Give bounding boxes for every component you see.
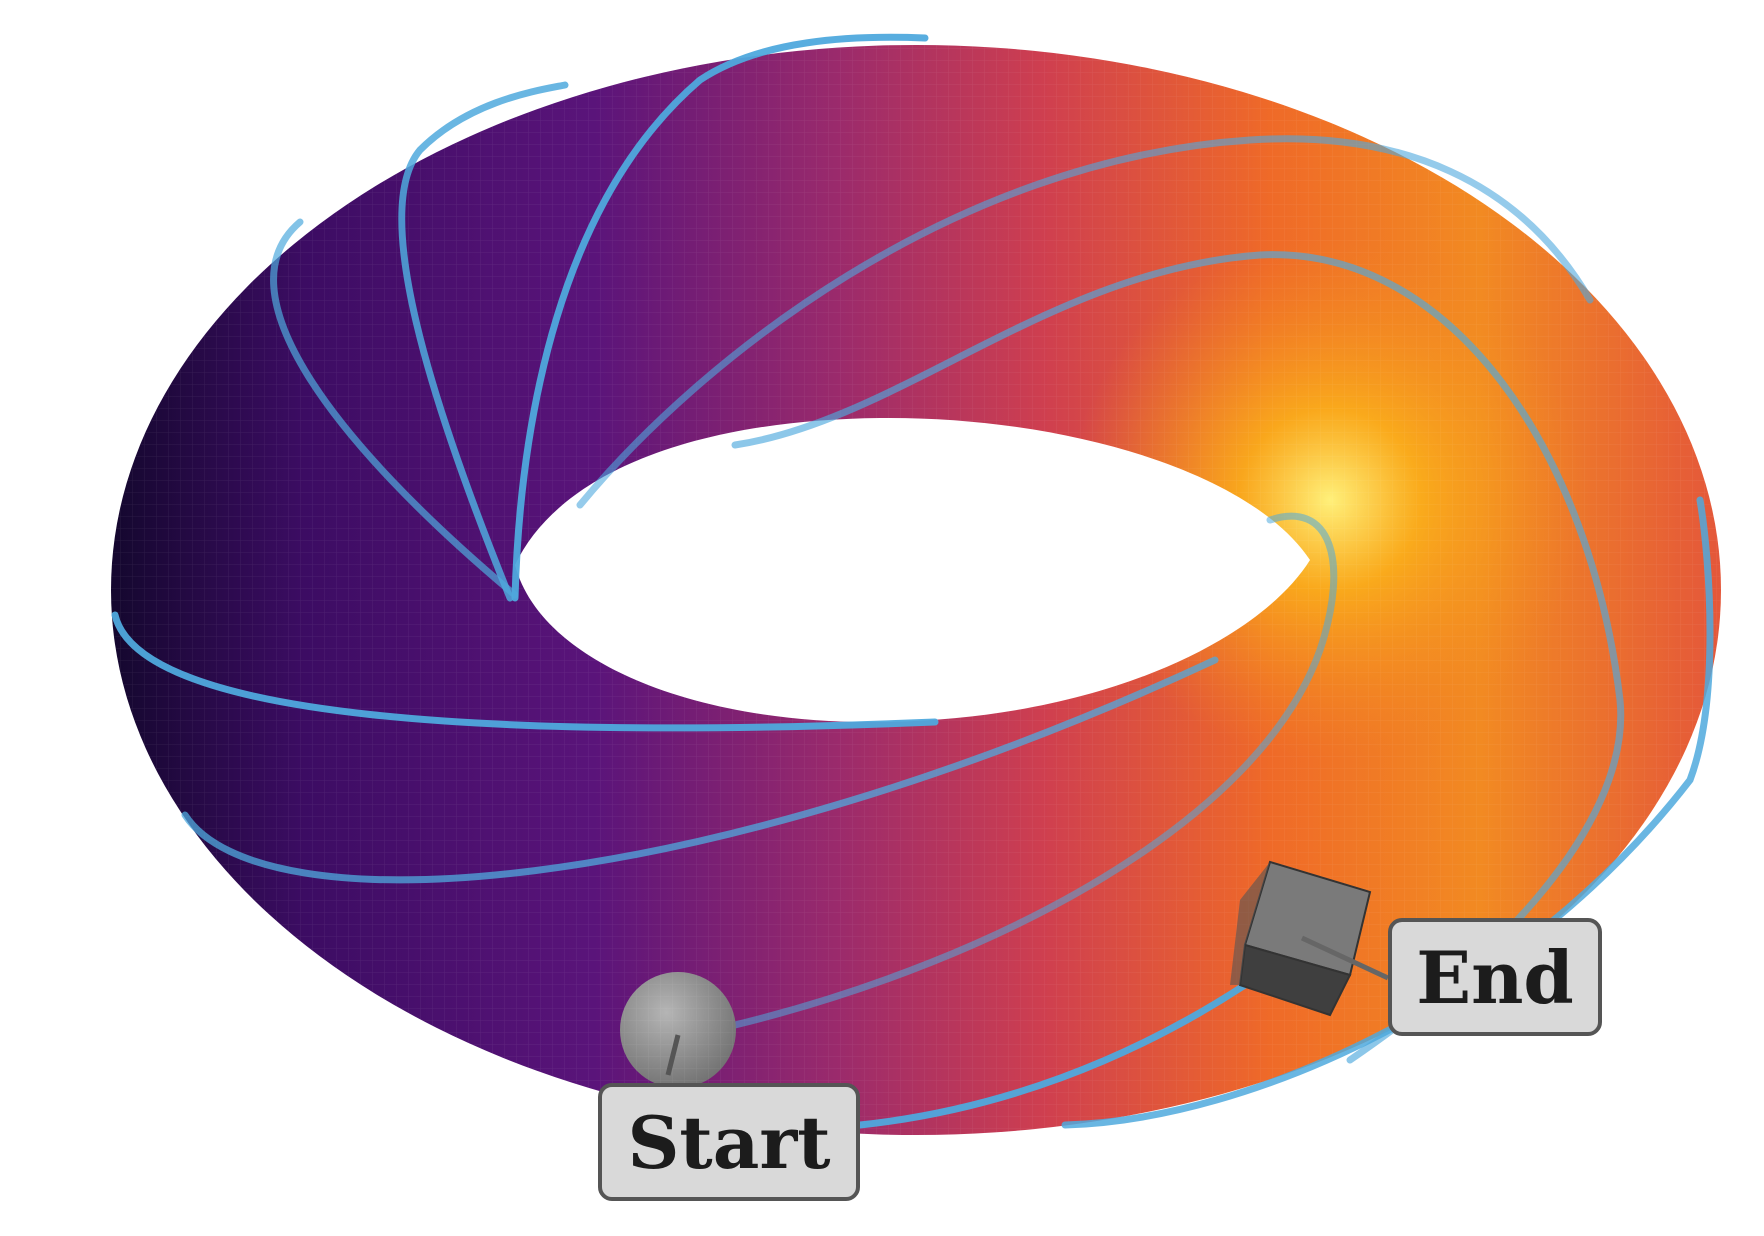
start-label: Start: [598, 1083, 860, 1201]
trajectory-curve: [111, 33, 1714, 1129]
end-label: End: [1388, 918, 1602, 1036]
torus-surface: [111, 45, 1721, 1135]
start-marker-sphere: [620, 972, 736, 1088]
end-marker-cube: [1230, 860, 1390, 1017]
